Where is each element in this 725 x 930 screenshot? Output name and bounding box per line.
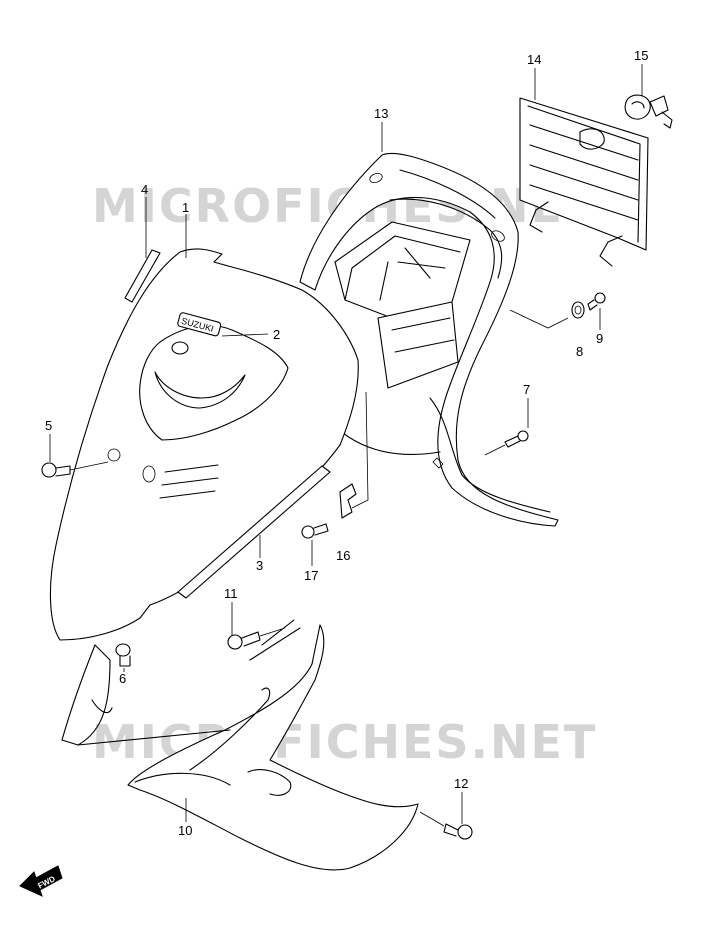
part-14-louver-lid [519, 97, 649, 267]
callout-10: 10 [178, 823, 192, 838]
part-8-washer [571, 301, 585, 319]
callout-17: 17 [304, 568, 318, 583]
part-15-key-lock [624, 94, 673, 129]
leader-2 [221, 333, 269, 337]
part-5-bolt [41, 461, 109, 478]
part-3-long-trim [177, 465, 331, 599]
part-12-bolt [419, 811, 473, 840]
callout-7: 7 [523, 382, 530, 397]
part-17-screw [301, 523, 329, 539]
callout-11: 11 [224, 586, 238, 601]
part-13-inner-panel [299, 152, 559, 527]
callout-16: 16 [336, 548, 350, 563]
part-9-bolt [587, 292, 606, 311]
part-11-bolt [227, 627, 286, 650]
callout-12: 12 [454, 776, 468, 791]
callout-8: 8 [576, 344, 583, 359]
leader-8 [509, 309, 569, 329]
part-6-grommet [115, 643, 131, 667]
callout-3: 3 [256, 558, 263, 573]
callout-1: 1 [182, 200, 189, 215]
part-1-front-shield: SUZUKI [49, 248, 359, 641]
part-7-bolt [484, 430, 529, 456]
part-4-trim-strip [124, 249, 161, 303]
callout-15: 15 [634, 48, 648, 63]
part-10-lower-cover [61, 619, 419, 871]
fwd-arrow-icon: FWD [19, 865, 63, 897]
callout-6: 6 [119, 671, 126, 686]
callout-2: 2 [273, 327, 280, 342]
callout-13: 13 [374, 106, 388, 121]
callout-5: 5 [45, 418, 52, 433]
callout-14: 14 [527, 52, 541, 67]
callout-9: 9 [596, 331, 603, 346]
part-16-clip [339, 391, 369, 519]
callout-4: 4 [141, 182, 148, 197]
